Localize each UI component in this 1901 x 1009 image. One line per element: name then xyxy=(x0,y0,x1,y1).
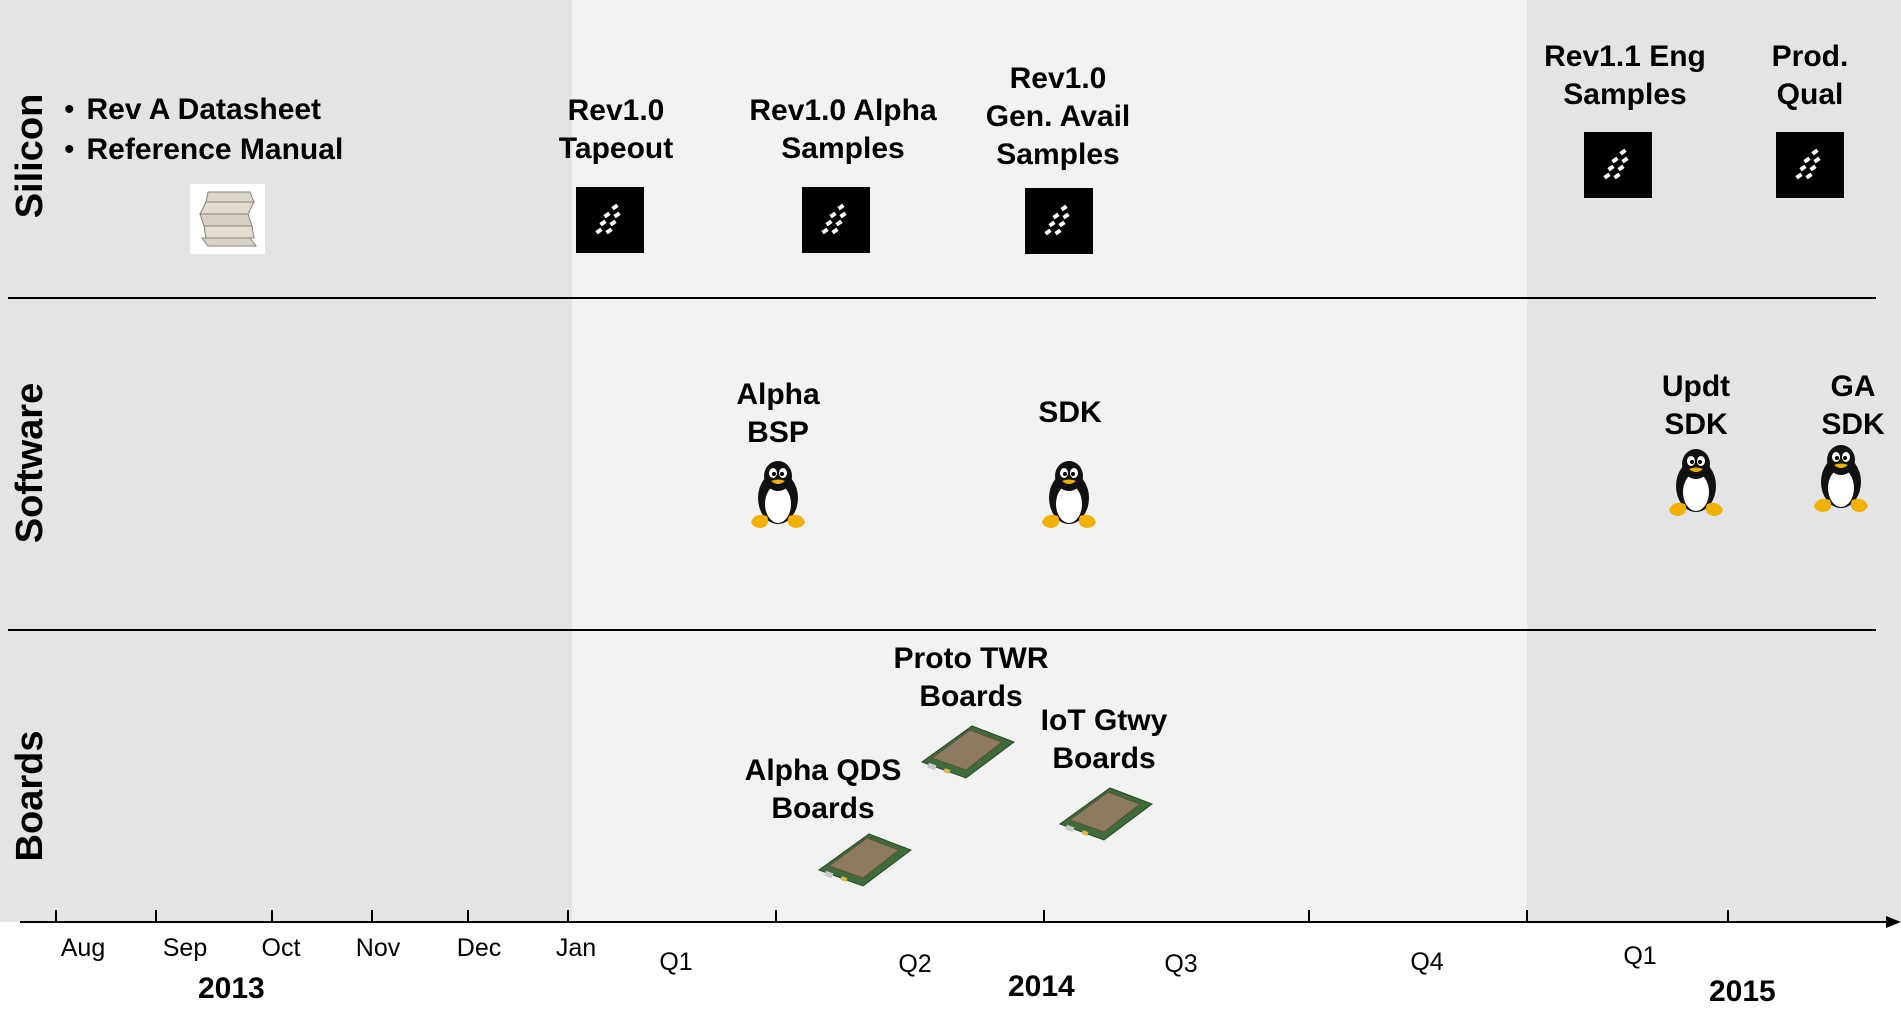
milestone-line: BSP xyxy=(747,416,809,449)
milestone-line: Alpha QDS xyxy=(744,754,902,787)
milestone-rev10-alpha-samples: Rev1.0 Alpha Samples xyxy=(738,92,948,168)
axis-quarter-label: Q4 xyxy=(1410,948,1444,976)
lane-divider-1 xyxy=(8,297,1876,299)
milestone-line: Alpha xyxy=(736,378,820,411)
axis-quarter-label: Q1 xyxy=(659,948,693,976)
tux-penguin-icon xyxy=(751,461,805,528)
milestone-line: Rev1.0 xyxy=(567,94,665,127)
milestone-proto-twr-boards: Proto TWR Boards xyxy=(876,640,1066,716)
milestone-alpha-qds-boards: Alpha QDS Boards xyxy=(728,752,918,828)
milestone-line: GA xyxy=(1830,370,1876,403)
tux-penguin-icon xyxy=(1669,449,1723,516)
circuit-board-icon xyxy=(1058,787,1154,841)
doc-item: Rev A Datasheet xyxy=(64,90,343,130)
milestone-line: SDK xyxy=(1664,408,1728,441)
milestone-line: Qual xyxy=(1776,78,1844,111)
milestone-line: Gen. Avail xyxy=(985,100,1131,133)
lane-label-software: Software xyxy=(9,382,51,544)
milestone-rev10-tapeout: Rev1.0 Tapeout xyxy=(548,92,684,168)
milestone-line: Samples xyxy=(781,132,905,165)
axis-quarter-label: Q1 xyxy=(1623,942,1657,970)
lane-label-silicon: Silicon xyxy=(9,93,51,219)
bg-2014 xyxy=(572,0,1527,922)
milestone-rev11-eng-samples: Rev1.1 Eng Samples xyxy=(1530,38,1720,114)
silicon-docs-list: Rev A Datasheet Reference Manual xyxy=(64,90,344,170)
milestone-line: Samples xyxy=(1563,78,1687,111)
milestone-line: Proto TWR xyxy=(893,642,1049,675)
timeline-axis xyxy=(20,910,1901,928)
freescale-chip-icon xyxy=(802,187,870,253)
milestone-line: Prod. xyxy=(1771,40,1849,73)
freescale-chip-icon xyxy=(1584,132,1652,198)
axis-month-label: Nov xyxy=(355,934,401,962)
milestone-line: Rev1.1 Eng xyxy=(1544,40,1706,73)
milestone-line: IoT Gtwy xyxy=(1040,704,1168,737)
axis-quarter-label: Q3 xyxy=(1164,950,1198,978)
circuit-board-icon xyxy=(920,725,1016,779)
axis-quarter-label: Q2 xyxy=(898,950,932,978)
milestone-ga-sdk: GA SDK xyxy=(1793,368,1901,444)
freescale-chip-icon xyxy=(1776,132,1844,198)
axis-year-label: 2015 xyxy=(1709,975,1776,1008)
axis-month-label: Oct xyxy=(261,934,301,962)
milestone-line: Boards xyxy=(919,680,1023,713)
freescale-chip-icon xyxy=(1025,188,1093,254)
milestone-rev10-ga-samples: Rev1.0 Gen. Avail Samples xyxy=(968,60,1148,174)
milestone-line: Rev1.0 xyxy=(1009,62,1107,95)
milestone-line: Samples xyxy=(996,138,1120,171)
milestone-updt-sdk: Updt SDK xyxy=(1636,368,1756,444)
milestone-line: Updt xyxy=(1661,370,1731,403)
milestone-sdk: SDK xyxy=(1010,394,1130,432)
circuit-board-icon xyxy=(817,833,913,887)
books-icon xyxy=(190,184,265,254)
milestone-line: SDK xyxy=(1038,396,1102,429)
milestone-iot-gtwy-boards: IoT Gtwy Boards xyxy=(1014,702,1194,778)
milestone-line: Tapeout xyxy=(558,132,674,165)
axis-month-label: Jan xyxy=(555,934,597,962)
milestone-line: Rev1.0 Alpha xyxy=(749,94,937,127)
doc-item: Reference Manual xyxy=(64,130,344,170)
axis-year-label: 2013 xyxy=(198,972,265,1005)
axis-month-label: Dec xyxy=(456,934,502,962)
axis-month-label: Aug xyxy=(60,934,106,962)
tux-penguin-icon xyxy=(1814,445,1868,512)
milestone-prod-qual: Prod. Qual xyxy=(1750,38,1870,114)
milestone-line: SDK xyxy=(1821,408,1885,441)
freescale-chip-icon xyxy=(576,187,644,253)
axis-month-label: Sep xyxy=(162,934,208,962)
milestone-line: Boards xyxy=(1052,742,1156,775)
axis-year-label: 2014 xyxy=(1008,970,1075,1003)
milestone-line: Boards xyxy=(771,792,875,825)
tux-penguin-icon xyxy=(1042,461,1096,528)
lane-divider-2 xyxy=(8,629,1876,631)
milestone-alpha-bsp: Alpha BSP xyxy=(718,376,838,452)
